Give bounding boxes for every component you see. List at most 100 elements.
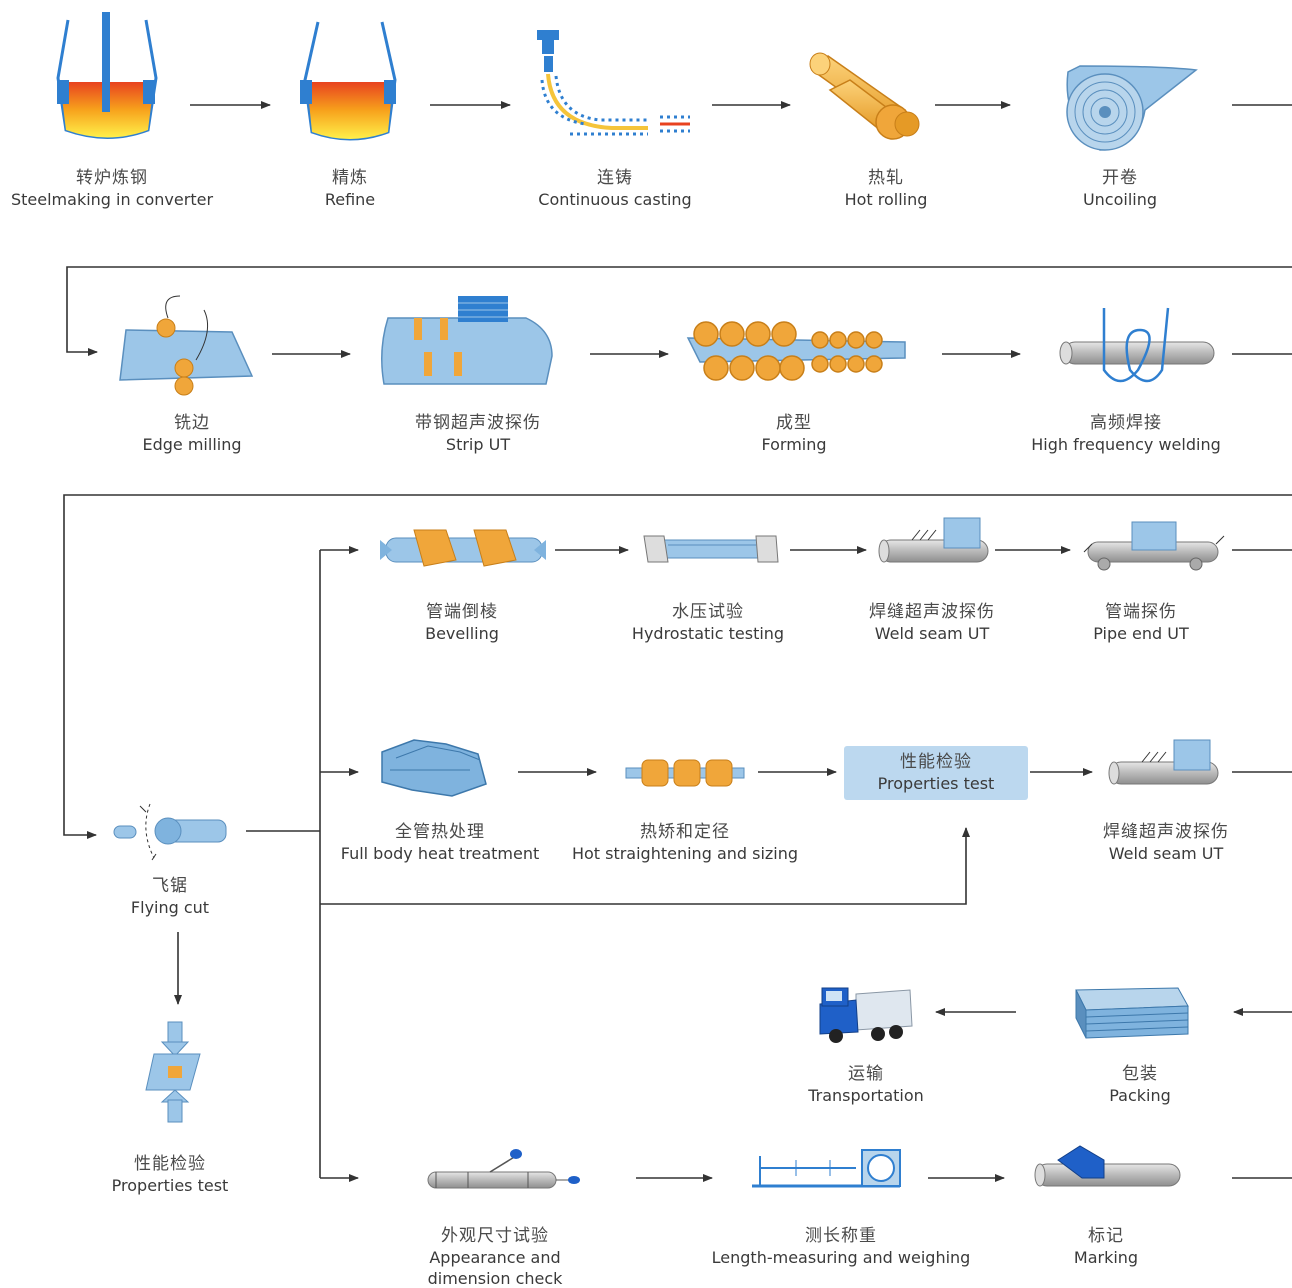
probe-icon: [427, 1149, 580, 1189]
label-pipe-end-ut: 管端探伤 Pipe end UT: [1076, 602, 1206, 644]
label-weld-seam-ut-1: 焊缝超声波探伤 Weld seam UT: [850, 602, 1014, 644]
label-appearance-check: 外观尺寸试验 Appearance and dimension check: [414, 1226, 576, 1288]
step-en: Edge milling: [142, 435, 242, 454]
step-en: Strip UT: [445, 435, 511, 454]
marking-icon: [1034, 1145, 1181, 1187]
label-edge-milling: 铣边 Edge milling: [122, 413, 262, 455]
label-continuous-casting: 连铸 Continuous casting: [530, 168, 700, 210]
coil-icon: [1066, 65, 1198, 151]
label-steelmaking: 转炉炼钢 Steelmaking in converter: [10, 168, 214, 210]
step-zh: 管端探伤: [1105, 602, 1177, 622]
label-transportation: 运输 Transportation: [796, 1064, 936, 1106]
step-zh: 热矫和定径: [640, 822, 730, 842]
step-en: Properties test: [877, 774, 995, 793]
step-en: Refine: [324, 190, 376, 209]
flow-arrows: [63, 101, 1292, 1182]
step-zh: 外观尺寸试验: [441, 1226, 549, 1246]
sizing-icon: [625, 759, 745, 787]
pipe-end-icon: [1083, 521, 1225, 571]
pipe-ut-icon-2: [1108, 739, 1219, 785]
test-icon: [145, 1021, 201, 1123]
step-en: Bevelling: [425, 624, 499, 643]
step-en: Steelmaking in converter: [10, 190, 214, 209]
step-en: Hot rolling: [844, 190, 928, 209]
step-zh: 带钢超声波探伤: [415, 413, 541, 433]
step-zh: 热轧: [868, 168, 904, 188]
step-en: Properties test: [111, 1176, 229, 1195]
label-refine: 精炼 Refine: [290, 168, 410, 210]
label-properties-test-1: 性能检验 Properties test: [100, 1154, 240, 1196]
branch-arrow-test: [320, 827, 970, 905]
step-en: Uncoiling: [1082, 190, 1158, 209]
pack-icon: [1075, 987, 1189, 1039]
step-en: Pipe end UT: [1093, 624, 1189, 643]
label-flying-cut: 飞锯 Flying cut: [110, 876, 230, 918]
step-en: Full body heat treatment: [340, 844, 540, 863]
step-en: Transportation: [808, 1086, 924, 1105]
step-zh: 开卷: [1102, 168, 1138, 188]
step-zh: 精炼: [332, 168, 368, 188]
step-zh: 连铸: [597, 168, 633, 188]
saw-icon: [113, 803, 227, 861]
label-bevelling: 管端倒棱 Bevelling: [400, 602, 524, 644]
truck-icon: [819, 987, 913, 1043]
step-zh: 铣边: [174, 413, 210, 433]
hydro-icon: [643, 535, 779, 563]
step-zh: 测长称重: [805, 1226, 877, 1246]
heat-icon: [381, 739, 487, 797]
milling-icon: [119, 295, 254, 396]
label-properties-test-box: 性能检验 Properties test: [844, 746, 1028, 800]
step-zh: 飞锯: [152, 876, 188, 896]
label-strip-ut: 带钢超声波探伤 Strip UT: [390, 413, 566, 455]
return-line-1: [66, 266, 1292, 356]
welding-coil-icon: [1059, 307, 1215, 383]
label-hydrostatic: 水压试验 Hydrostatic testing: [622, 602, 794, 644]
scale-icon: [752, 1149, 901, 1188]
label-hot-rolling: 热轧 Hot rolling: [826, 168, 946, 210]
label-hf-welding: 高频焊接 High frequency welding: [1020, 413, 1232, 455]
step-zh: 焊缝超声波探伤: [869, 602, 995, 622]
return-line-2: [63, 494, 1292, 839]
step-en: Packing: [1109, 1086, 1171, 1105]
rolling-icon: [809, 52, 920, 140]
step-zh: 全管热处理: [395, 822, 485, 842]
step-en: Length-measuring and weighing: [711, 1248, 971, 1267]
step-zh: 转炉炼钢: [76, 168, 148, 188]
step-zh: 性能检验: [900, 752, 972, 772]
step-zh: 标记: [1088, 1226, 1124, 1246]
step-zh: 包装: [1122, 1064, 1158, 1084]
step-en: Flying cut: [130, 898, 210, 917]
step-zh: 焊缝超声波探伤: [1103, 822, 1229, 842]
ladle-icon: [300, 21, 397, 141]
pipe-ut-icon: [878, 517, 989, 563]
step-zh: 高频焊接: [1090, 413, 1162, 433]
label-forming: 成型 Forming: [734, 413, 854, 455]
bevel-icon: [380, 529, 546, 567]
casting-icon: [537, 30, 690, 136]
step-en: Weld seam UT: [1108, 844, 1224, 863]
step-en: Forming: [761, 435, 827, 454]
label-packing: 包装 Packing: [1080, 1064, 1200, 1106]
step-en: Marking: [1073, 1248, 1139, 1267]
step-zh: 成型: [776, 413, 812, 433]
label-weld-seam-ut-2: 焊缝超声波探伤 Weld seam UT: [1084, 822, 1248, 864]
step-en: Hydrostatic testing: [631, 624, 785, 643]
forming-icon: [686, 321, 906, 381]
step-zh: 运输: [848, 1064, 884, 1084]
label-uncoiling: 开卷 Uncoiling: [1060, 168, 1180, 210]
label-length-weighing: 测长称重 Length-measuring and weighing: [700, 1226, 982, 1268]
step-zh: 管端倒棱: [426, 602, 498, 622]
step-zh: 水压试验: [672, 602, 744, 622]
converter-icon: [56, 12, 158, 139]
ut-icon: [381, 296, 553, 385]
step-en: Weld seam UT: [874, 624, 990, 643]
label-marking: 标记 Marking: [1056, 1226, 1156, 1268]
step-zh: 性能检验: [134, 1154, 206, 1174]
label-heat-treatment: 全管热处理 Full body heat treatment: [330, 822, 550, 864]
step-en: Hot straightening and sizing: [571, 844, 799, 863]
step-en: Appearance and dimension check: [427, 1248, 563, 1288]
step-en: Continuous casting: [538, 190, 692, 209]
step-en: High frequency welding: [1031, 435, 1221, 454]
